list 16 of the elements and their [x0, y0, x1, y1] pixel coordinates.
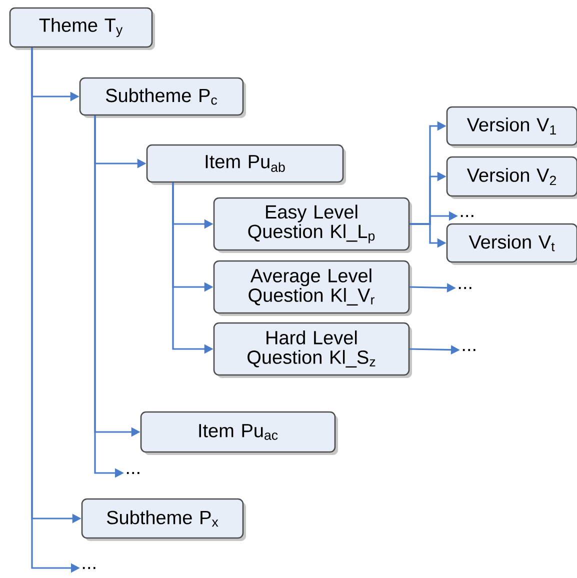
process-box: Item Pu$_{ac}$ — [140, 411, 338, 455]
process-box: Subtheme P$_{c}$ — [79, 77, 246, 118]
process-box: Easy Level Question Kl_L$_{p}$ — [213, 197, 412, 253]
process-box: Hard Level Question Kl_S$_{z}$ — [213, 322, 412, 378]
ellipsis-text: ... — [458, 287, 472, 290]
process-box: Version V$_{t}$ — [446, 223, 577, 265]
process-box: Theme T$_{y}$ — [9, 7, 155, 50]
ellipsis-text: ... — [126, 472, 140, 474]
process-box: Subtheme P$_{x}$ — [81, 498, 246, 541]
ellipsis-text: ... — [460, 215, 474, 218]
process-box: Average Level Question Kl_V$_{r}$ — [213, 260, 412, 316]
ellipsis-text: ... — [82, 567, 96, 570]
process-box: Version V$_{2}$ — [446, 156, 577, 199]
process-box: Version V$_{1}$ — [446, 106, 577, 148]
process-box: Item Pu$_{ab}$ — [146, 144, 346, 185]
ellipsis-text: ... — [462, 349, 476, 352]
